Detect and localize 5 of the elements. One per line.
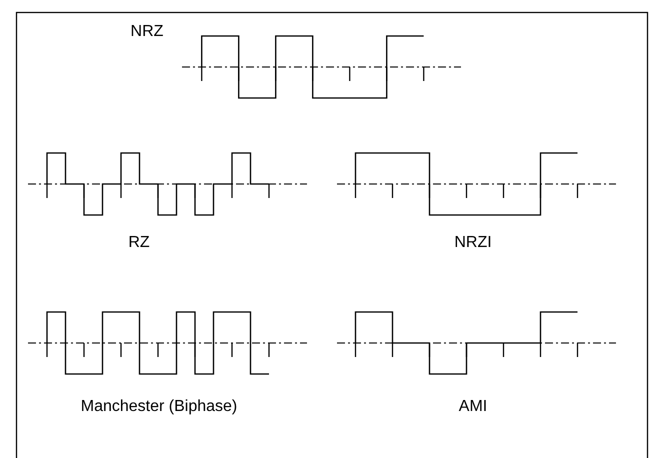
waveform-label: NRZI	[454, 234, 492, 252]
waveform-label: RZ	[128, 234, 150, 252]
waveform-label: NRZ	[130, 23, 164, 41]
waveform-label: Manchester (Biphase)	[80, 398, 238, 416]
waveform-label: AMI	[458, 398, 488, 416]
